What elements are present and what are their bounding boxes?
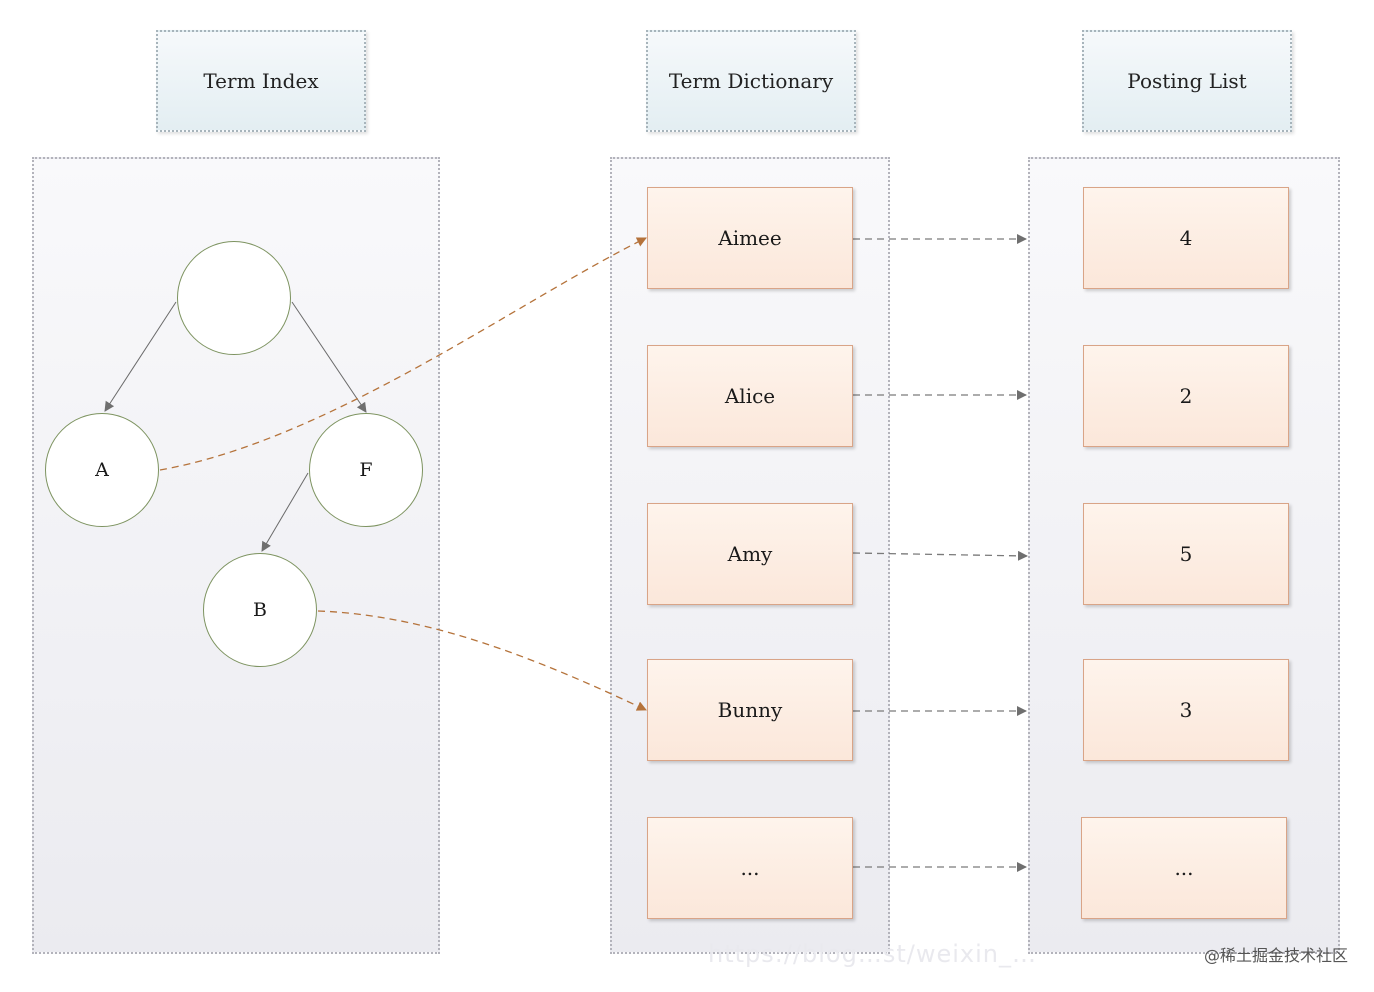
- term-label: Aimee: [718, 226, 782, 250]
- term-box-amy: Amy: [647, 503, 853, 605]
- term-label: ...: [740, 856, 760, 880]
- posting-value: 5: [1179, 542, 1193, 566]
- faint-url-watermark: https://blog…st/weixin_…: [708, 940, 1037, 968]
- term-dictionary-title: Term Dictionary: [668, 69, 834, 93]
- posting-value: 2: [1179, 384, 1193, 408]
- tree-node-a: A: [45, 413, 159, 527]
- posting-list-title: Posting List: [1127, 69, 1247, 93]
- posting-box-4: 3: [1083, 659, 1289, 761]
- posting-box-3: 5: [1083, 503, 1289, 605]
- posting-box-5: ...: [1081, 817, 1287, 919]
- term-dictionary-header: Term Dictionary: [646, 30, 856, 132]
- posting-value: ...: [1174, 856, 1194, 880]
- posting-list-header: Posting List: [1082, 30, 1292, 132]
- tree-node-a-label: A: [95, 459, 109, 481]
- tree-node-f-label: F: [359, 459, 373, 481]
- tree-node-root: [177, 241, 291, 355]
- posting-value: 3: [1179, 698, 1193, 722]
- term-label: Bunny: [717, 698, 783, 722]
- posting-box-1: 4: [1083, 187, 1289, 289]
- term-box-alice: Alice: [647, 345, 853, 447]
- term-box-ellipsis: ...: [647, 817, 853, 919]
- term-label: Amy: [727, 542, 773, 566]
- tree-node-b-label: B: [253, 599, 267, 621]
- term-box-bunny: Bunny: [647, 659, 853, 761]
- term-label: Alice: [724, 384, 776, 408]
- term-index-title: Term Index: [203, 69, 319, 93]
- posting-box-2: 2: [1083, 345, 1289, 447]
- posting-value: 4: [1179, 226, 1193, 250]
- site-watermark: @稀土掘金技术社区: [1203, 946, 1348, 965]
- tree-node-f: F: [309, 413, 423, 527]
- tree-node-b: B: [203, 553, 317, 667]
- term-index-header: Term Index: [156, 30, 366, 132]
- term-box-aimee: Aimee: [647, 187, 853, 289]
